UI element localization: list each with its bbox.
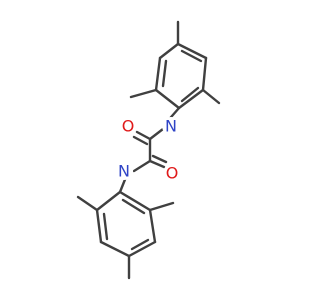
bond (158, 42, 180, 60)
oxalamide-core (118, 106, 181, 194)
molecule-svg: O O N N (76, 20, 221, 280)
atom-labels: O O N N (115, 117, 181, 183)
bond (148, 127, 165, 141)
bond (135, 130, 152, 141)
bond (132, 135, 149, 146)
bond (180, 49, 203, 63)
bond (76, 195, 99, 212)
bond (180, 86, 200, 103)
bond (129, 88, 158, 99)
bond (99, 240, 131, 258)
bond (154, 56, 162, 92)
bond (161, 59, 168, 88)
nitrogen-label-lower: N (118, 162, 130, 181)
bond (177, 88, 205, 110)
bond (95, 190, 122, 212)
bond (201, 56, 208, 92)
bond (154, 88, 181, 110)
oxygen-label-lower: O (166, 164, 179, 183)
bond (95, 208, 103, 244)
bond (118, 190, 152, 212)
bond (148, 208, 157, 244)
oxygen-label-upper: O (122, 117, 135, 136)
bond (148, 159, 166, 169)
bond (102, 212, 109, 241)
bond (132, 159, 152, 173)
lower-ring (76, 190, 175, 280)
bond (127, 240, 157, 258)
upper-ring (129, 20, 221, 110)
bond (176, 42, 208, 60)
structure-diagram: O O N N (76, 20, 221, 280)
bond (201, 88, 221, 105)
bond (151, 154, 168, 164)
bond (121, 198, 146, 215)
bond (130, 238, 150, 251)
nitrogen-label-upper: N (165, 117, 177, 136)
bond (148, 201, 175, 212)
